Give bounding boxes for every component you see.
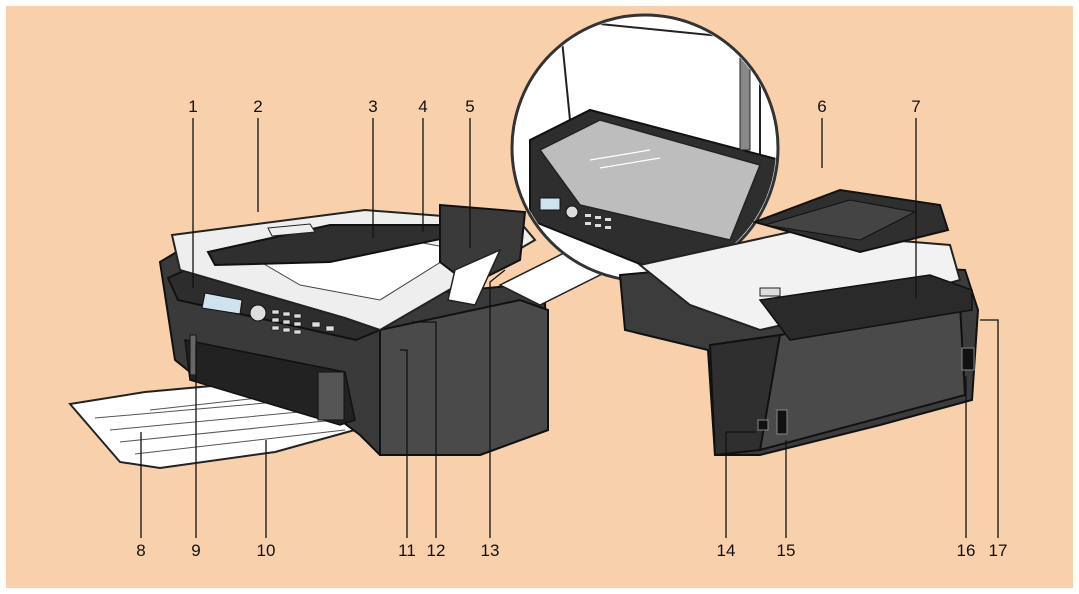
callout-17: 17: [989, 541, 1008, 560]
leader-lines: [140, 118, 999, 538]
rear-printer-illustration: [618, 188, 980, 457]
callout-8: 8: [136, 541, 145, 560]
callout-1: 1: [188, 97, 197, 116]
callout-11: 11: [398, 541, 416, 560]
callout-10: 10: [257, 541, 276, 560]
callout-6: 6: [817, 97, 826, 116]
callout-16: 16: [957, 541, 976, 560]
callout-15: 15: [777, 541, 796, 560]
callout-numbers: 1 2 3 4 5 6 7 8 9 10 11 12 13 14 15 16 1…: [136, 97, 1007, 560]
callout-5: 5: [465, 97, 474, 116]
callout-7: 7: [911, 97, 920, 116]
callout-9: 9: [191, 541, 200, 560]
front-printer-illustration: [68, 203, 550, 470]
callout-12: 12: [427, 541, 446, 560]
callout-13: 13: [481, 541, 500, 560]
callout-14: 14: [717, 541, 736, 560]
callout-3: 3: [368, 97, 377, 116]
glass-zoom-illustration: [498, 13, 780, 306]
callout-2: 2: [253, 97, 262, 116]
callout-4: 4: [418, 97, 427, 116]
